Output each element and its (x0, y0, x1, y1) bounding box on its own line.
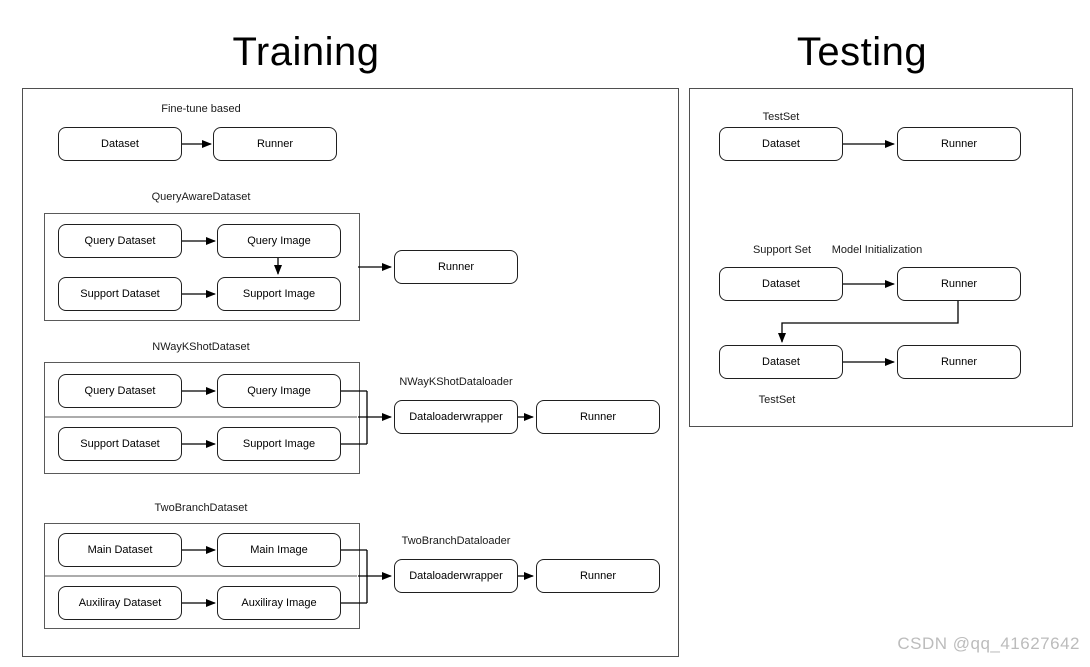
node-qa-query-dataset: Query Dataset (58, 224, 182, 258)
node-nk-query-image: Query Image (217, 374, 341, 408)
node-tb-auxiliray-image: Auxiliray Image (217, 586, 341, 620)
node-test1-runner: Runner (897, 127, 1021, 161)
label-two-branch-dataset: TwoBranchDataset (154, 502, 248, 514)
training-container (22, 88, 679, 657)
node-test1-dataset: Dataset (719, 127, 843, 161)
node-tb-main-dataset: Main Dataset (58, 533, 182, 567)
label-testset-top: TestSet (762, 111, 800, 123)
watermark: CSDN @qq_41627642 (897, 634, 1080, 653)
label-testset-bottom: TestSet (758, 394, 796, 406)
testing-title: Testing (796, 30, 928, 74)
node-test3-runner: Runner (897, 345, 1021, 379)
training-title: Training (232, 30, 380, 74)
label-nway-kshot-dataset: NWayKShotDataset (152, 341, 250, 353)
node-qa-runner: Runner (394, 250, 518, 284)
node-tb-auxiliray-dataset: Auxiliray Dataset (58, 586, 182, 620)
node-qa-support-image: Support Image (217, 277, 341, 311)
section-nway-kshot-dataset (44, 362, 360, 474)
label-fine-tune-based: Fine-tune based (161, 103, 241, 115)
label-query-aware-dataset: QueryAwareDataset (151, 191, 251, 203)
node-qa-support-dataset: Support Dataset (58, 277, 182, 311)
testing-container (689, 88, 1073, 427)
node-nk-query-dataset: Query Dataset (58, 374, 182, 408)
label-support-set: Support Set (752, 244, 812, 256)
node-finetune-dataset: Dataset (58, 127, 182, 161)
node-tb-dataloaderwrapper: Dataloaderwrapper (394, 559, 518, 593)
node-test3-dataset: Dataset (719, 345, 843, 379)
node-tb-main-image: Main Image (217, 533, 341, 567)
node-nk-support-image: Support Image (217, 427, 341, 461)
node-finetune-runner: Runner (213, 127, 337, 161)
node-tb-runner: Runner (536, 559, 660, 593)
node-qa-query-image: Query Image (217, 224, 341, 258)
node-nk-support-dataset: Support Dataset (58, 427, 182, 461)
label-nway-kshot-dataloader: NWayKShotDataloader (399, 376, 513, 388)
node-nk-dataloaderwrapper: Dataloaderwrapper (394, 400, 518, 434)
label-model-initialization: Model Initialization (831, 244, 923, 256)
node-test2-dataset: Dataset (719, 267, 843, 301)
label-two-branch-dataloader: TwoBranchDataloader (401, 535, 511, 547)
node-nk-runner: Runner (536, 400, 660, 434)
node-test2-runner: Runner (897, 267, 1021, 301)
